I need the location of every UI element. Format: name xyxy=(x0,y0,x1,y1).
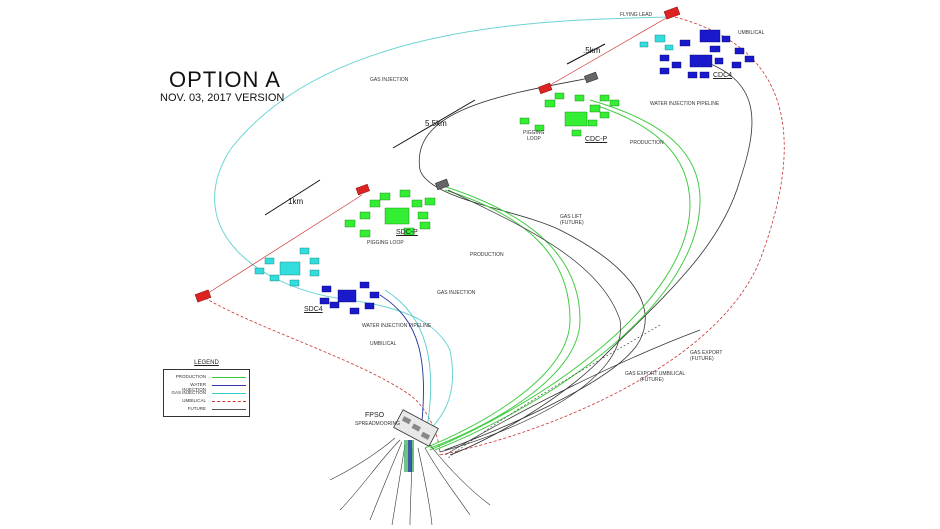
flying-lead-line xyxy=(544,16,669,89)
cdcp-label: CDC-P xyxy=(585,136,608,143)
cdc4-label: CDC4 xyxy=(713,72,733,79)
legend-label: UMBILICAL xyxy=(182,398,206,403)
gas-injection-top-label: GAS INJECTION xyxy=(370,77,409,83)
gas-export-future-label: (FUTURE) xyxy=(690,356,714,362)
distance-5-5-km: 5.5km xyxy=(425,119,447,128)
distance-arrows xyxy=(264,43,606,216)
gas-injection-loop xyxy=(214,16,669,441)
legend-row-gas-injection: GAS INJECTION xyxy=(168,390,248,397)
fpso-label: FPSO xyxy=(365,412,385,419)
gas-export-line xyxy=(444,329,701,456)
legend-swatch xyxy=(212,385,246,386)
legend-swatch xyxy=(212,377,246,378)
production-mid-label: PRODUCTION xyxy=(470,252,504,258)
distance-half-km: .5km xyxy=(583,46,601,55)
gas-lift-label: GAS LIFT xyxy=(560,214,583,220)
legend-label: PRODUCTION xyxy=(175,374,206,379)
gas-export-label: GAS EXPORT xyxy=(690,350,723,356)
production-top-label: PRODUCTION xyxy=(630,140,664,146)
legend-swatch xyxy=(212,401,246,402)
legend-row-future: FUTURE xyxy=(168,406,248,413)
water-injection-mid-label: WATER INJECTION PIPELINE xyxy=(362,323,432,329)
legend-title: LEGEND xyxy=(194,360,219,366)
legend-label: FUTURE xyxy=(187,406,206,411)
pigging-label-cdcp-2: LOOP xyxy=(527,136,541,142)
sdc4-label: SDC4 xyxy=(304,306,323,313)
water-injection-line xyxy=(379,294,425,441)
fpso-vessel xyxy=(393,409,439,472)
production-line-3 xyxy=(434,99,701,451)
production-line-2 xyxy=(424,189,571,449)
gas-injection-mid-label: GAS INJECTION xyxy=(437,290,476,296)
future-loop xyxy=(418,77,646,451)
pigging-label-cdcp-1: PIGGING xyxy=(523,130,545,136)
legend-row-production: PRODUCTION xyxy=(168,374,248,381)
gas-lift-line xyxy=(439,189,621,453)
gas-injection-line-2 xyxy=(384,289,432,441)
cdc4-cluster xyxy=(659,29,755,79)
infield-line-left xyxy=(204,194,363,296)
distance-1-km: 1km xyxy=(288,197,304,206)
fpso-sub-label: SPREADMOORING xyxy=(355,421,401,427)
diagram-title: OPTION A xyxy=(169,67,281,92)
umbilical-top-label: UMBILICAL xyxy=(738,30,765,36)
legend-row-water-injection: WATER INJECTION xyxy=(168,382,248,392)
diagram-subtitle: NOV. 03, 2017 VERSION xyxy=(160,92,285,104)
cdcp-cluster xyxy=(519,92,620,137)
flying-lead-label: FLYING LEAD xyxy=(620,12,653,18)
legend-label: WATER INJECTION xyxy=(182,382,206,392)
cdc4-gas-cluster xyxy=(639,34,674,51)
gas-export-umbilical-future-label: (FUTURE) xyxy=(640,377,664,383)
legend-swatch xyxy=(212,409,246,410)
gas-export-umbilical-line xyxy=(447,324,661,459)
future-right xyxy=(449,59,753,456)
sdc4-water-cluster xyxy=(319,281,380,315)
legend-label: GAS INJECTION xyxy=(171,390,206,395)
sdcp-cluster xyxy=(344,189,436,238)
legend-swatch xyxy=(212,393,246,394)
water-injection-top-label: WATER INJECTION PIPELINE xyxy=(650,101,720,107)
gas-export-umbilical-label: GAS EXPORT UMBILICAL xyxy=(625,371,686,377)
pigging-label-sdcp: PIGGING LOOP xyxy=(367,240,404,246)
production-line-1 xyxy=(429,184,581,449)
red-end-sleds xyxy=(194,6,681,303)
gas-lift-future-label: (FUTURE) xyxy=(560,220,584,226)
gray-manifolds xyxy=(435,71,599,191)
legend-row-umbilical: UMBILICAL xyxy=(168,398,248,405)
sdcp-label: SDC-P xyxy=(396,229,418,236)
umbilical-mid-label: UMBILICAL xyxy=(370,341,397,347)
sdc4-gas-cluster xyxy=(254,247,320,287)
legend-box: LEGEND PRODUCTION WATER INJECTION GAS IN… xyxy=(163,360,250,417)
umbilical-right xyxy=(439,16,785,456)
production-line-4 xyxy=(429,104,691,451)
